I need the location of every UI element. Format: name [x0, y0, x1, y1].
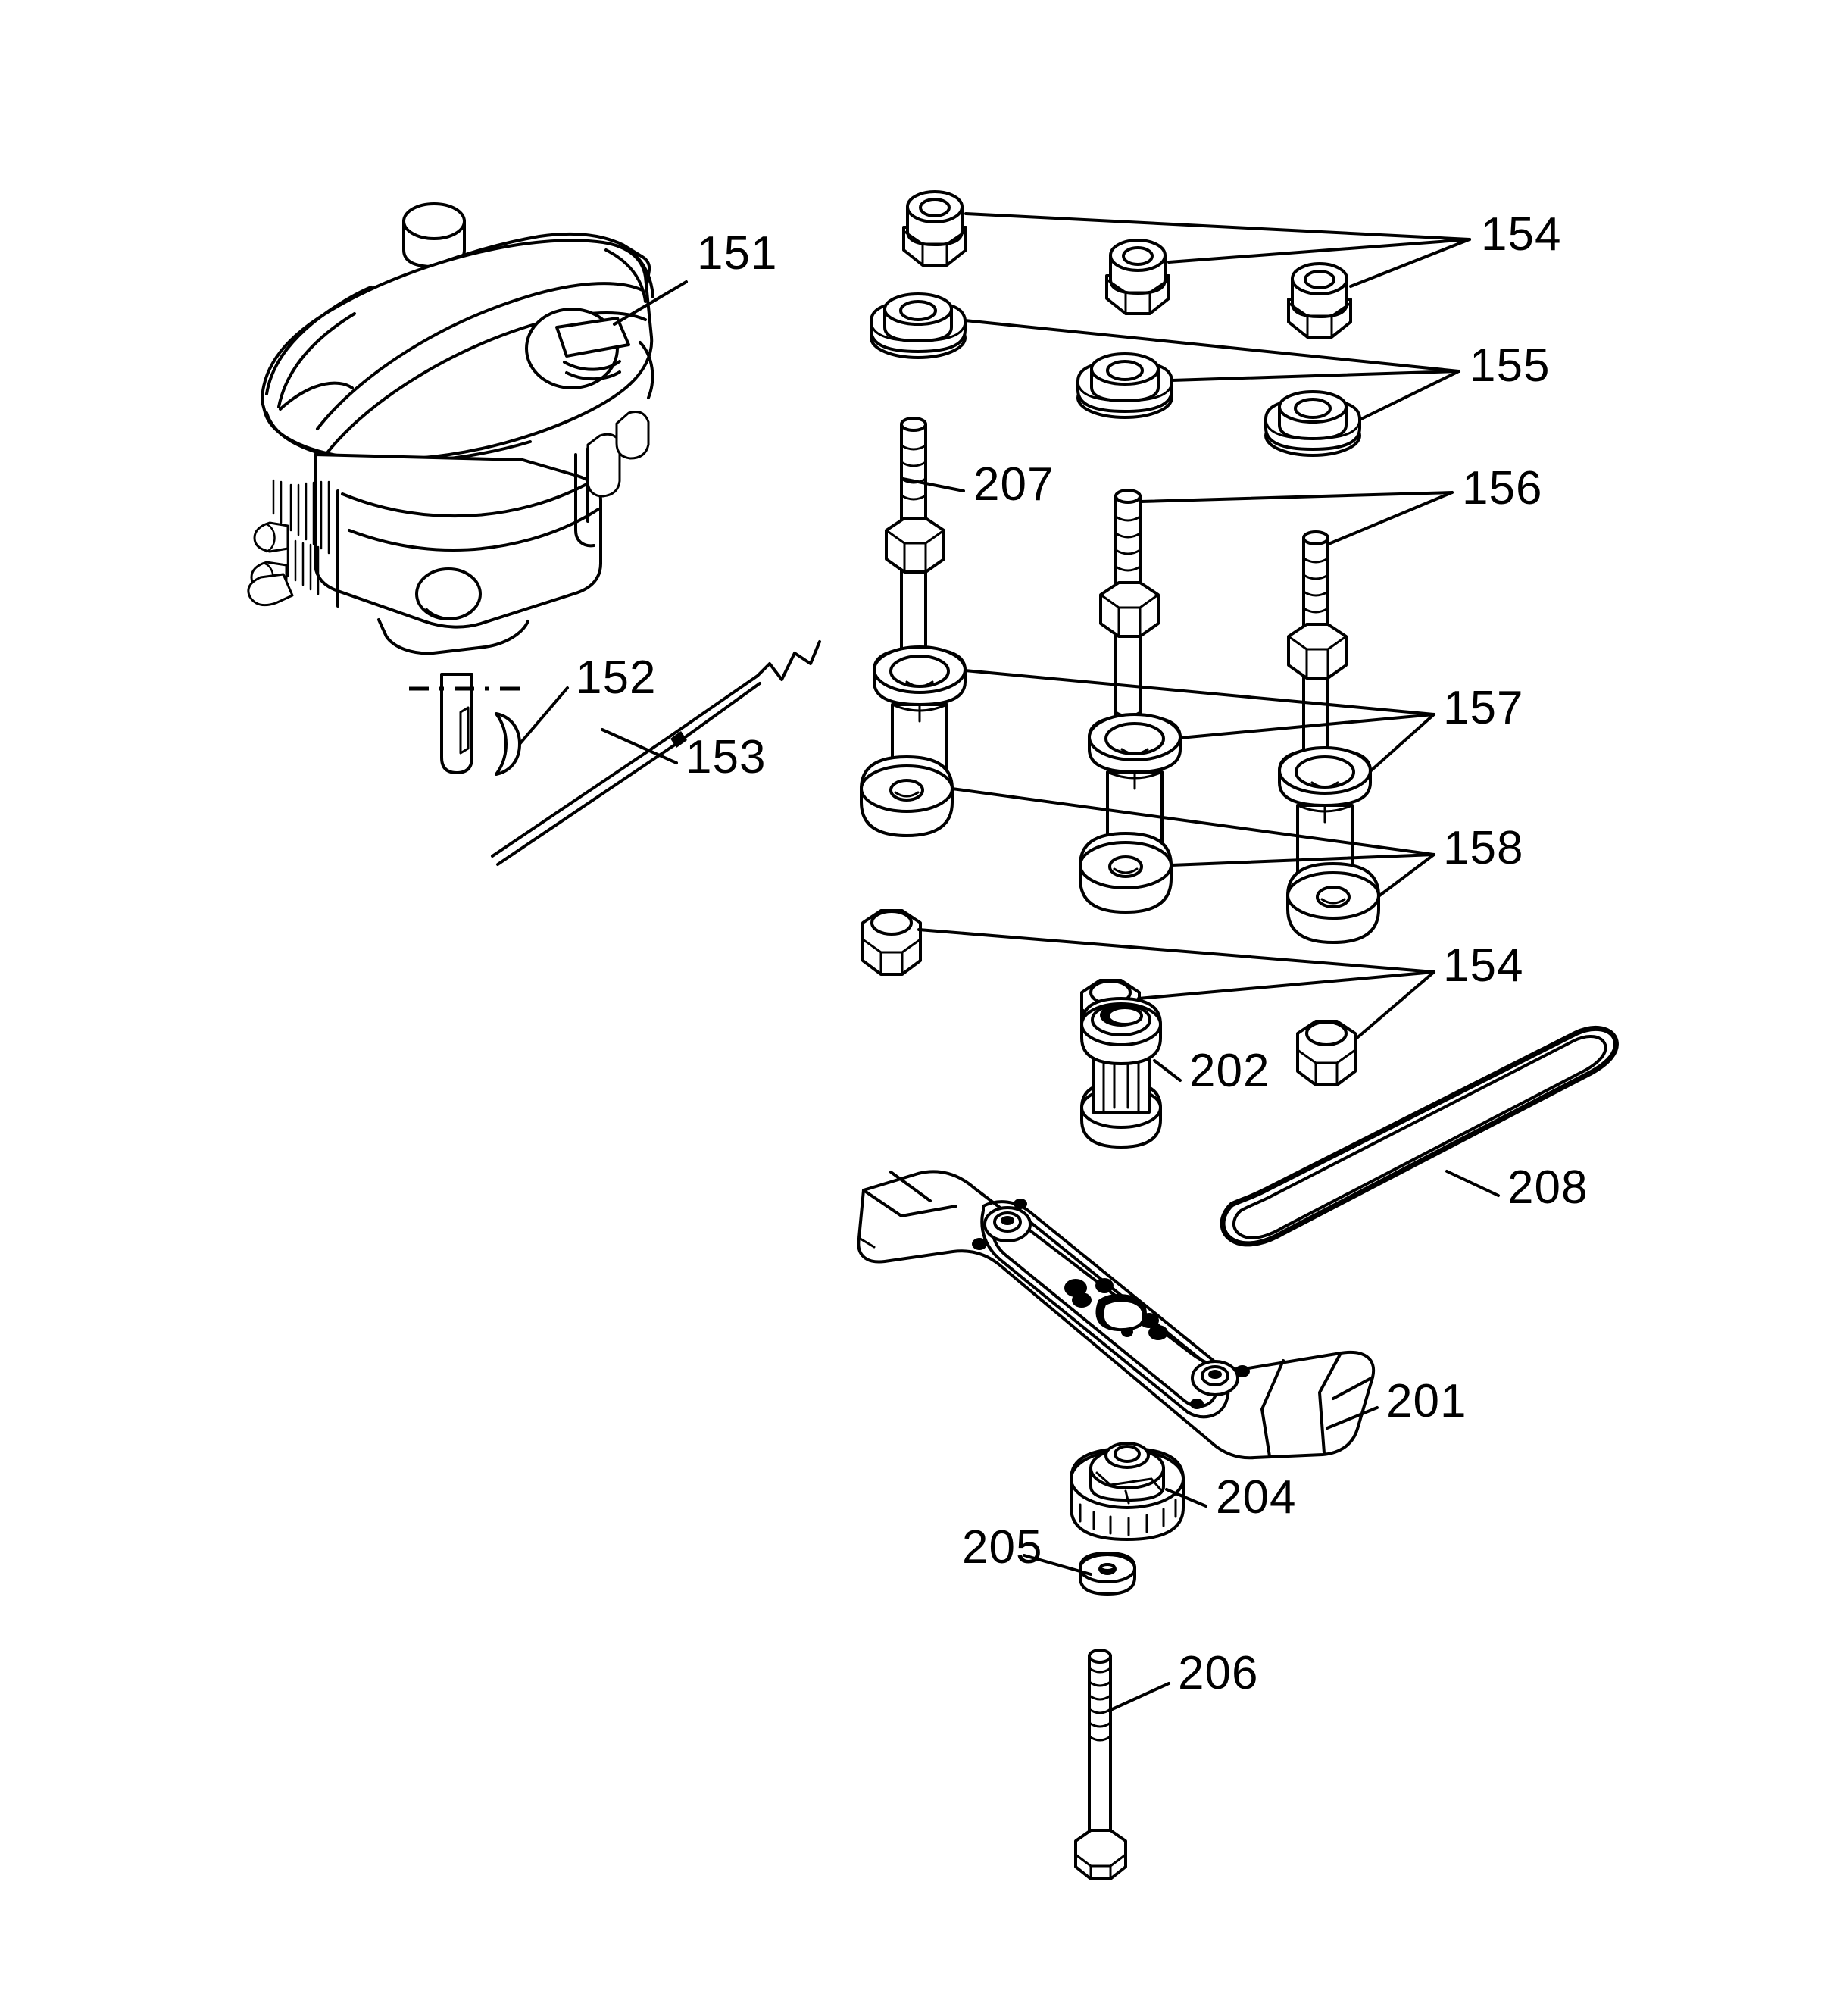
callout-202: 202: [1189, 1045, 1270, 1097]
callout-number-group: 151 154 155 207 156 157 158 154 152 153 …: [576, 208, 1588, 1699]
flat-washer-group-158: [860, 755, 1380, 944]
flat-washer: [860, 755, 954, 837]
leader-154-bot-c: [1354, 970, 1435, 1041]
leader-157-c: [1369, 713, 1435, 773]
crankshaft-key-152: [495, 712, 521, 776]
mower-blade-201: [857, 1170, 1376, 1460]
leader-202: [1153, 1059, 1182, 1082]
hex-nut: [861, 909, 922, 976]
leader-lines: [518, 212, 1500, 1712]
callout-206: 206: [1178, 1647, 1258, 1699]
leader-158-a: [951, 787, 1435, 856]
leader-207: [901, 477, 965, 492]
cooling-fins: [247, 479, 330, 607]
flange-lock-nut: [1105, 239, 1170, 315]
blade-adapter-hub-204: [1070, 1442, 1185, 1541]
leader-154-bot-a: [917, 928, 1435, 974]
callout-154-bottom: 154: [1443, 939, 1523, 992]
leader-155-b: [1170, 370, 1460, 382]
leader-205: [1023, 1554, 1092, 1576]
flange-lock-nut: [902, 190, 967, 267]
flange-lock-nut: [1287, 262, 1352, 339]
leader-154-top-b: [1167, 238, 1471, 264]
leader-152: [518, 686, 569, 745]
callout-157: 157: [1443, 682, 1523, 734]
callout-208: 208: [1507, 1161, 1588, 1214]
callout-207: 207: [973, 458, 1054, 511]
crankshaft-stub: [440, 673, 473, 774]
drive-belt-208: [1220, 1025, 1619, 1247]
leader-204: [1165, 1488, 1207, 1508]
flat-washer: [1079, 832, 1173, 914]
shoulder-bushing: [1264, 390, 1361, 457]
leader-208: [1445, 1170, 1500, 1197]
leader-157-a: [964, 669, 1435, 716]
leader-154-top-a: [964, 212, 1471, 241]
leader-157-b: [1179, 713, 1435, 739]
hex-nut: [1296, 1020, 1357, 1086]
leader-158-b: [1170, 853, 1435, 867]
leader-154-top-c: [1349, 238, 1471, 288]
shoulder-bushing: [870, 292, 967, 359]
callout-151: 151: [697, 227, 777, 280]
callout-155: 155: [1470, 339, 1550, 392]
flat-washer: [1286, 862, 1380, 944]
leader-153: [601, 728, 678, 764]
engine-assembly-151: [247, 202, 654, 774]
callout-205: 205: [962, 1521, 1042, 1574]
leader-206: [1107, 1682, 1170, 1712]
leader-201: [1326, 1406, 1379, 1430]
leader-156-a: [1139, 491, 1454, 503]
leader-156-b: [1327, 491, 1454, 545]
callout-152: 152: [576, 652, 656, 704]
blade-bolt-washer-205: [1079, 1552, 1136, 1596]
blade-bolt-206: [1074, 1649, 1127, 1880]
callout-153: 153: [686, 731, 766, 783]
callout-158: 158: [1443, 822, 1523, 874]
leader-158-c: [1377, 853, 1435, 898]
control-cable-153: [491, 640, 821, 866]
shoulder-bushing-group-155: [870, 292, 1361, 457]
callout-204: 204: [1216, 1471, 1296, 1524]
callout-156: 156: [1462, 462, 1542, 514]
idler-pulley-spacer-202: [1080, 997, 1162, 1149]
starter-knob-icon: [525, 308, 630, 389]
callout-154-top: 154: [1481, 208, 1561, 261]
leader-155-a: [964, 319, 1460, 373]
callout-201: 201: [1386, 1375, 1467, 1427]
leader-151: [613, 280, 688, 326]
shoulder-bushing: [1076, 352, 1173, 419]
leader-155-c: [1358, 370, 1460, 421]
leader-154-bot-b: [1137, 970, 1435, 1000]
flange-lock-nut-group-154-top: [902, 190, 1352, 339]
